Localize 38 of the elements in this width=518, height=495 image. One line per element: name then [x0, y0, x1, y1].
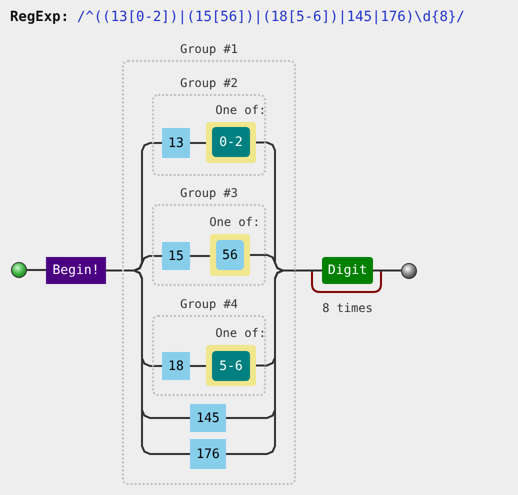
regex-text: /^((13[0-2])|(15[56])|(18[5-6])|145|176)\d{8}/ [77, 9, 465, 25]
charset-label: One of: [215, 326, 266, 340]
range-box [212, 351, 250, 381]
literal-box [190, 404, 226, 432]
literal-box [162, 242, 190, 270]
node-label: 176 [196, 446, 220, 462]
begin-box [46, 257, 106, 284]
connector-line [190, 365, 206, 367]
node-label: Begin! [52, 263, 100, 278]
connector-line [373, 270, 401, 272]
group-label: Group #3 [179, 186, 239, 200]
connector-line [106, 270, 190, 455]
group-label: Group #1 [179, 42, 239, 56]
literal-box [190, 439, 226, 469]
connector-line [190, 255, 210, 257]
node-label: 15 [168, 248, 184, 264]
connector-line [226, 270, 322, 455]
range-box [212, 127, 250, 157]
start-circle [11, 262, 27, 278]
node-label: 5-6 [219, 358, 243, 374]
group-label: Group #2 [179, 76, 239, 90]
charset-label: One of: [215, 103, 266, 117]
node-label: 56 [222, 248, 238, 262]
range-box [216, 240, 244, 270]
literal-box [162, 352, 190, 380]
repeat-label: 8 times [321, 301, 374, 315]
charset-label: One of: [209, 215, 260, 229]
node-label: Digit [328, 263, 368, 278]
node-label: 145 [196, 410, 220, 426]
node-label: 18 [168, 358, 184, 374]
connector-line [27, 269, 46, 271]
node-label: 0-2 [219, 134, 243, 150]
node-label: 13 [168, 136, 184, 150]
group-label: Group #4 [179, 297, 239, 311]
title: RegExp: [10, 9, 70, 25]
connector-line [190, 142, 206, 144]
literal-box [162, 128, 190, 158]
end-circle [401, 263, 417, 279]
